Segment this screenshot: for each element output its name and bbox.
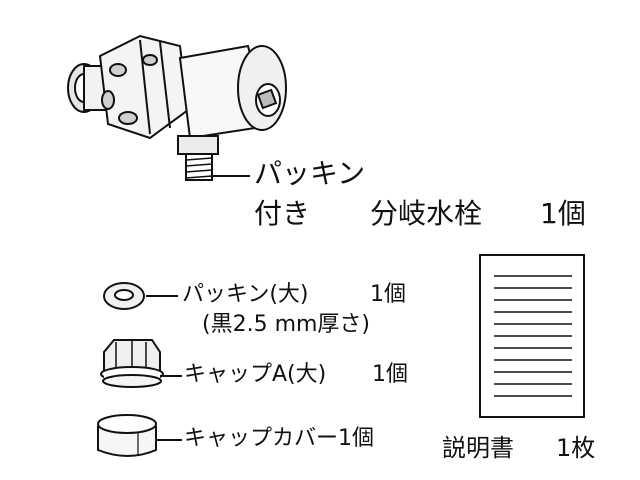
packing-large-qty: 1個 [370,282,406,307]
valve-qty-label: 1個 [540,197,586,230]
cap-a-qty: 1個 [372,362,408,387]
manual-name: 説明書 [442,434,514,462]
valve-attached-label: 付き [254,197,311,230]
cap-cover-drawing [97,414,182,457]
packing-ring-drawing [103,282,178,310]
cap-a-name: キャップA(大) [184,362,327,387]
valve-name-label: 分岐水栓 [370,197,483,230]
manual-qty: 1枚 [556,434,596,462]
manual-drawing [479,254,585,418]
packing-large-spec: (黒2.5 mm厚さ) [202,312,371,337]
cap-a-drawing [100,339,182,388]
packing-large-name: パッキン(大) [182,282,309,307]
branch-faucet-drawing [67,34,287,181]
valve-packing-label: パッキン [254,157,366,190]
cap-cover-name: キャップカバー1個 [184,426,374,451]
